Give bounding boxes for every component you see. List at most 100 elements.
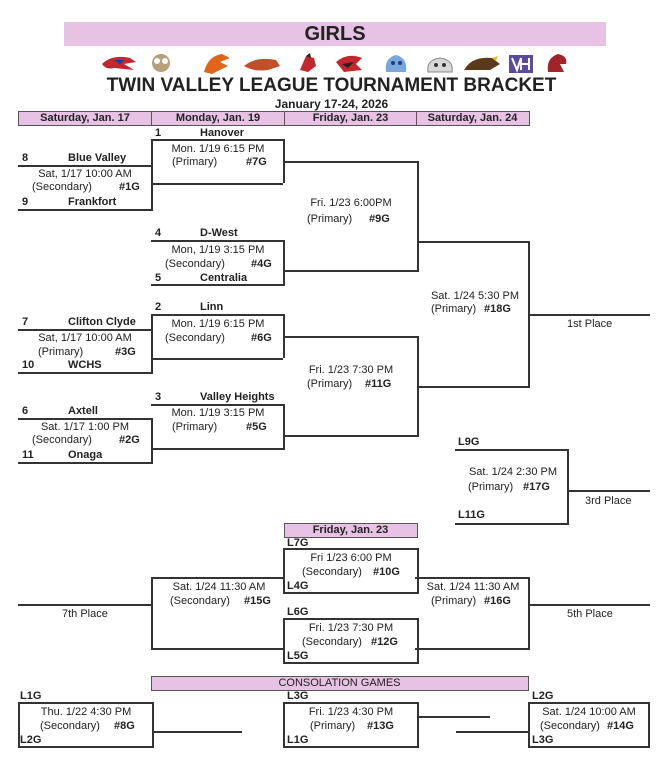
team-linn: Linn bbox=[200, 301, 224, 313]
seed-onaga: 11 bbox=[22, 449, 34, 461]
g8-id: #8G bbox=[114, 720, 135, 732]
l5g-label: L5G bbox=[287, 650, 309, 662]
g12-id: #12G bbox=[371, 636, 398, 648]
falcon-icon bbox=[336, 55, 362, 72]
day-col-sat-17: Saturday, Jan. 17 bbox=[19, 112, 152, 125]
line-g9-bottom bbox=[283, 270, 419, 272]
g11-id: #11G bbox=[365, 378, 392, 390]
g12-court: (Secondary) bbox=[302, 636, 362, 648]
seventh-place-label: 7th Place bbox=[62, 608, 108, 620]
g18-when: Sat. 1/24 5:30 PM bbox=[430, 290, 520, 302]
l4g-label: L4G bbox=[287, 580, 309, 592]
valley-heights-logo bbox=[509, 55, 533, 73]
g14-id: #14G bbox=[607, 720, 634, 732]
g4-court: (Secondary) bbox=[165, 258, 225, 270]
g14-when: Sat. 1/24 10:00 AM bbox=[542, 706, 636, 718]
g16-id: #16G bbox=[484, 595, 511, 607]
g15-court: (Secondary) bbox=[170, 595, 230, 607]
g7-id: #7G bbox=[246, 156, 267, 168]
g18-court: (Primary) bbox=[431, 303, 477, 315]
g11-court: (Primary) bbox=[307, 378, 353, 390]
line-hanover bbox=[151, 139, 283, 141]
g5-court: (Primary) bbox=[172, 421, 218, 433]
consolation-games-label: CONSOLATION GAMES bbox=[278, 677, 401, 689]
line-g14-in bbox=[456, 731, 528, 733]
line-g18-top bbox=[417, 241, 528, 243]
g8-box bbox=[18, 702, 154, 748]
seed-clifton-clyde: 7 bbox=[22, 316, 29, 328]
seed-blue-valley: 8 bbox=[22, 152, 29, 164]
line-g17-right bbox=[567, 449, 569, 523]
eagle-icon bbox=[102, 56, 136, 70]
g10-id: #10G bbox=[373, 566, 400, 578]
g14-court: (Secondary) bbox=[540, 720, 600, 732]
team-centralia: Centralia bbox=[200, 272, 248, 284]
line-linn bbox=[151, 314, 283, 316]
line-g15-left bbox=[151, 577, 153, 648]
line-valley-heights bbox=[151, 404, 283, 406]
ram-icon bbox=[152, 54, 170, 72]
g15-id: #15G bbox=[244, 595, 271, 607]
line-clifton-clyde bbox=[18, 329, 151, 331]
g17-when: Sat. 1/24 2:30 PM bbox=[468, 466, 558, 478]
g13-court: (Primary) bbox=[310, 720, 356, 732]
g12-when: Fri. 1/23 7:30 PM bbox=[308, 622, 394, 634]
line-g11-bottom bbox=[283, 435, 419, 437]
l1g-label: L1G bbox=[20, 690, 42, 702]
g10-when: Fri 1/23 6:00 PM bbox=[310, 552, 392, 564]
dragon-icon bbox=[204, 54, 230, 74]
team-onaga: Onaga bbox=[68, 449, 103, 461]
line-g3-right bbox=[151, 329, 153, 372]
line-g11-right bbox=[417, 336, 419, 435]
g16-when: Sat. 1/24 11:30 AM bbox=[426, 581, 520, 593]
consolation-day-label: Friday, Jan. 23 bbox=[312, 524, 389, 536]
seed-axtell: 6 bbox=[22, 405, 29, 417]
g4-when: Mon, 1/19 3:15 PM bbox=[171, 244, 265, 256]
line-g6-out bbox=[151, 358, 283, 360]
g2-id: #2G bbox=[119, 434, 140, 446]
line-g15-top bbox=[151, 577, 284, 579]
g2-when: Sat. 1/17 1:00 PM bbox=[40, 421, 130, 433]
line-g15-bottom bbox=[151, 648, 284, 650]
line-g7-left bbox=[151, 139, 153, 183]
g13-when: Fri. 1/23 4:30 PM bbox=[308, 706, 394, 718]
g3-court: (Primary) bbox=[38, 346, 84, 358]
team-wchs: WCHS bbox=[68, 359, 102, 371]
seed-valley-heights: 3 bbox=[155, 391, 162, 403]
line-g5-right bbox=[283, 404, 285, 448]
team-blue-valley: Blue Valley bbox=[68, 152, 127, 164]
first-place-label: 1st Place bbox=[567, 318, 613, 330]
g18-id: #18G bbox=[484, 303, 511, 315]
line-g16-top bbox=[415, 577, 528, 579]
team-valley-heights: Valley Heights bbox=[200, 391, 275, 403]
g17-court: (Primary) bbox=[468, 481, 514, 493]
bulldog-icon bbox=[385, 55, 407, 72]
g7-when: Mon. 1/19 6:15 PM bbox=[171, 143, 265, 155]
cougar-icon bbox=[244, 58, 280, 71]
g13-id: #13G bbox=[367, 720, 394, 732]
line-g8-out bbox=[152, 731, 242, 733]
g4-id: #4G bbox=[251, 258, 272, 270]
g1-id: #1G bbox=[119, 181, 140, 193]
seed-centralia: 5 bbox=[155, 272, 162, 284]
line-g9-top bbox=[283, 161, 417, 163]
line-blue-valley bbox=[18, 165, 151, 167]
line-fifth-place bbox=[528, 604, 650, 606]
l3g-b-label: L3G bbox=[532, 734, 554, 746]
g12-box bbox=[283, 618, 419, 664]
g9-id: #9G bbox=[369, 213, 390, 225]
fifth-place-label: 5th Place bbox=[567, 608, 613, 620]
g8-when: Thu. 1/22 4:30 PM bbox=[40, 706, 132, 718]
l11g-label: L11G bbox=[458, 509, 485, 521]
line-third-place bbox=[567, 490, 650, 492]
bracket-title: TWIN VALLEY LEAGUE TOURNAMENT BRACKET bbox=[106, 75, 557, 96]
day-columns-bar: Saturday, Jan. 17 Monday, Jan. 19 Friday… bbox=[18, 111, 530, 126]
g10-box bbox=[283, 548, 419, 594]
l6g-label: L6G bbox=[287, 606, 309, 618]
line-g13-out bbox=[417, 716, 490, 718]
team-axtell: Axtell bbox=[68, 405, 98, 417]
line-g16-right bbox=[528, 577, 530, 648]
team-clifton-clyde: Clifton Clyde bbox=[68, 316, 136, 328]
g14-box bbox=[528, 702, 650, 748]
team-hanover: Hanover bbox=[200, 127, 245, 139]
